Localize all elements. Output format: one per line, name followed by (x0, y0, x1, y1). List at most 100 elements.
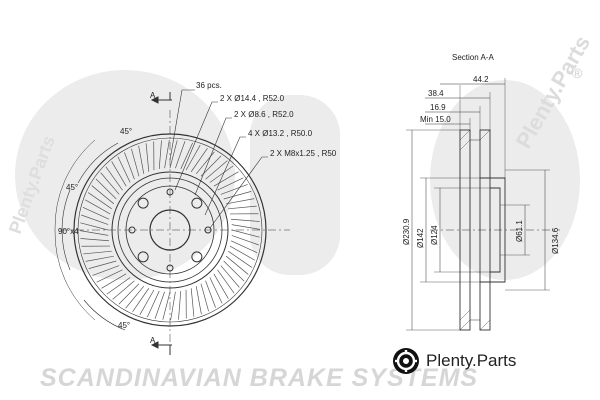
cooling-vane (92, 265, 120, 276)
dim-61-1: Ø61.1 (515, 220, 524, 242)
bolt-hole (191, 197, 203, 209)
gear-icon (393, 348, 419, 374)
angle-left-label: 45° (66, 183, 78, 192)
bolt-hole (137, 197, 149, 209)
disc-front-view (54, 89, 290, 355)
cooling-vane (139, 289, 155, 315)
cooling-vane (158, 140, 162, 169)
cooling-vane (147, 290, 160, 318)
cooling-vane (96, 269, 123, 283)
disc-section-view (406, 78, 560, 331)
cooling-vane (229, 245, 255, 261)
cooling-vane (223, 191, 252, 200)
cooling-vane (118, 283, 140, 305)
dim-230-9: Ø230.9 (402, 218, 411, 245)
pcs-label: 36 pcs. (196, 81, 222, 90)
cooling-vane (88, 260, 117, 269)
cooling-vane (162, 291, 171, 320)
cooling-vane (105, 166, 123, 191)
cooling-vane (169, 140, 178, 169)
cooling-vane (154, 291, 165, 319)
section-title: Section A-A (452, 53, 494, 62)
cooling-vane (200, 283, 209, 312)
section-marker-bottom: A (150, 336, 156, 345)
cooling-vane (132, 288, 150, 313)
cooling-vane (217, 177, 244, 191)
hole-note-1: 2 X Ø14.4 , R52.0 (220, 94, 285, 103)
cooling-vane (230, 240, 258, 253)
dim-min: Min 15.0 (420, 115, 451, 124)
cooling-vane (117, 156, 131, 183)
cooling-vane (85, 199, 111, 215)
cooling-vane (231, 224, 261, 230)
cooling-vane (111, 161, 127, 187)
cooling-vane (195, 286, 202, 315)
cooling-vane (131, 148, 140, 177)
cooling-vane (101, 273, 127, 289)
cooling-vane (209, 277, 223, 304)
watermark-shapes (15, 70, 580, 280)
plenty-parts-logo: Plenty.Parts (392, 346, 516, 376)
cooling-vane (100, 172, 120, 195)
cooling-vane (175, 141, 186, 169)
cooling-vane (205, 160, 228, 180)
angle-top-label: 45° (120, 127, 132, 136)
cooling-vane (225, 255, 249, 275)
cooling-vane (112, 280, 135, 300)
cooling-vane (220, 184, 248, 195)
cooling-vane (228, 250, 253, 268)
cooling-vane (228, 205, 257, 210)
cooling-vane (223, 260, 245, 282)
dim-16-9: 16.9 (430, 103, 446, 112)
cooling-vane (106, 277, 131, 295)
cooling-vane (190, 288, 195, 317)
cooling-vane (185, 145, 201, 171)
cooling-vane (80, 222, 109, 231)
cooling-vane (81, 214, 109, 225)
cooling-vane (190, 147, 208, 172)
cooling-vane (87, 192, 112, 210)
bolt-hole (191, 251, 203, 263)
cooling-vane (124, 152, 135, 180)
dim-142: Ø142 (416, 228, 425, 248)
hole-note-2: 2 X Ø8.6 , R52.0 (234, 110, 294, 119)
cooling-vane (220, 265, 240, 288)
cooling-vane (170, 291, 176, 321)
cooling-vane (213, 171, 239, 187)
cooling-vane (83, 250, 112, 255)
logo-text: Plenty.Parts (426, 351, 517, 370)
section-marker-top: A (150, 91, 156, 100)
dim-38-4: 38.4 (428, 89, 444, 98)
dim-134-6: Ø134.6 (551, 227, 560, 254)
dim-44-2: 44.2 (473, 75, 489, 84)
cooling-vane (85, 255, 114, 262)
dim-124: Ø124 (430, 225, 439, 245)
cooling-vane (164, 139, 170, 169)
cooling-vane (79, 230, 109, 236)
cooling-vane (195, 151, 215, 175)
bolt-hole (137, 251, 149, 263)
cooling-vane (200, 155, 222, 177)
cooling-vane (226, 198, 255, 205)
cooling-vane (180, 142, 193, 170)
cooling-vane (80, 238, 109, 242)
hole-note-3: 4 X Ø13.2 , R50.0 (248, 129, 313, 138)
cooling-vane (138, 145, 145, 174)
cooling-vane (209, 165, 234, 183)
cooling-vane (178, 291, 182, 320)
cooling-vane (95, 178, 117, 200)
cooling-vane (231, 218, 260, 222)
cooling-vane (125, 285, 145, 309)
cooling-vane (231, 229, 260, 238)
cooling-vane (91, 185, 115, 205)
cooling-vane (145, 143, 150, 172)
cooling-vane (231, 235, 259, 246)
angle-left2-label: 90°x4 (58, 227, 79, 236)
hole-note-4: 2 X M8x1.25 , R50 (270, 149, 337, 158)
registered-mark: ® (572, 65, 583, 81)
angle-bottom-label: 45° (118, 321, 130, 330)
cooling-vane (82, 207, 110, 220)
cooling-vane (217, 269, 235, 294)
cooling-vane (213, 273, 229, 299)
